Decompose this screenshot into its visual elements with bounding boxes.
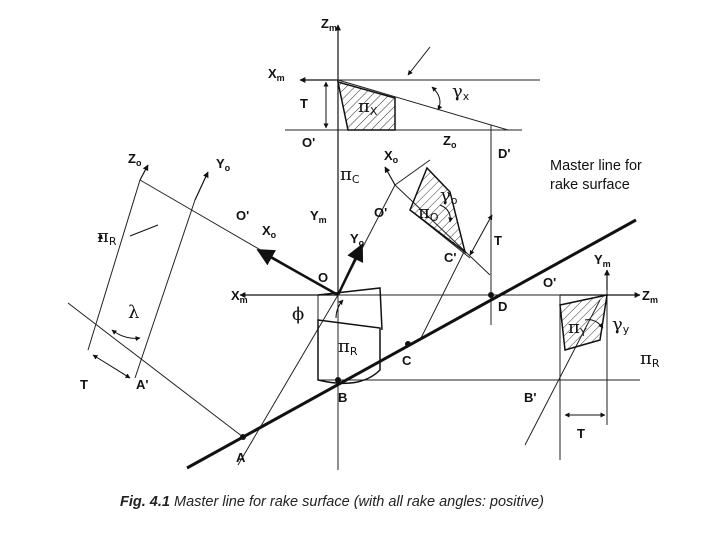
points [240,292,494,440]
label-zo-top: Zo [443,133,457,150]
label-t-left: T [80,377,88,392]
pi-r-mid: πR [338,336,358,358]
label-a: A [236,450,246,465]
pi-r-right: πR [640,348,660,370]
pi-r-left: πR [97,226,117,248]
label-o-prime-left: O' [236,208,249,223]
label-d: D [498,299,507,314]
lambda: λ [128,302,139,323]
label-o-prime-mid: O' [374,205,387,220]
label-xm-top: Xm [268,66,285,83]
gamma-y: γy [612,314,630,336]
label-ym-right: Ym [594,252,611,269]
master-line-label-1: Master line for [550,158,642,174]
label-yo-left: Yo [216,156,231,173]
greek-symbols: γx πX πC γo πO πR λ ϕ πR πY γy πR [97,81,660,370]
label-zo-left: Zo [128,151,142,168]
label-a-prime: A' [136,377,148,392]
label-t-top: T [300,96,308,111]
master-line-label-2: rake surface [550,177,630,193]
dimension-arrows [92,81,606,418]
hatched-sections [317,80,608,385]
gamma-x: γx [452,81,470,103]
label-xo-left: Xo [262,223,277,240]
label-c: C [402,353,412,368]
label-zm-top: Zm [321,16,337,33]
caption-text: Master line for rake surface (with all r… [174,494,544,510]
figure-caption: Fig. 4.1 Master line for rake surface (w… [120,494,720,510]
label-ym-mid: Ym [310,208,327,225]
label-yo-mid: Yo [350,231,365,248]
figure-number: Fig. 4.1 [120,494,170,510]
pi-o: πO [418,202,439,224]
master-line [186,218,637,470]
label-t-mid: T [494,233,502,248]
axes [139,24,641,298]
pi-y: πY [568,317,587,339]
pi-c: πC [340,164,360,186]
label-b: B [338,390,347,405]
label-b-prime: B' [524,390,536,405]
label-xo-mid: Xo [384,148,399,165]
label-o-center: O [318,270,328,285]
label-t-right: T [577,426,585,441]
phi: ϕ [292,304,304,325]
label-xm-center: Xm [231,288,248,305]
label-o-prime-top: O' [302,135,315,150]
label-d-prime: D' [498,146,510,161]
label-c-prime: C' [444,250,456,265]
label-o-prime-right: O' [543,275,556,290]
text-labels: Zm Xm T O' Zo D' Zo Yo O' Xo Xo O' Ym Yo… [80,16,658,465]
gamma-o: γo [440,185,458,207]
label-zm-right: Zm [642,288,658,305]
pi-x: πX [358,96,378,118]
